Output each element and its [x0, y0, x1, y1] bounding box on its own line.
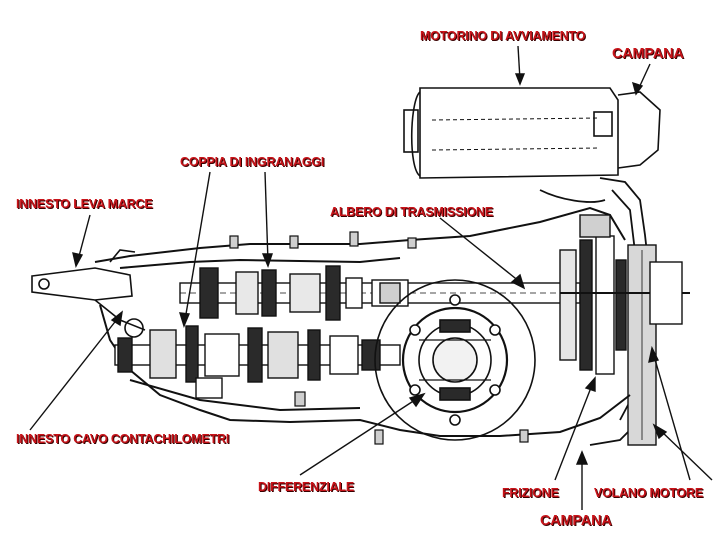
leader-lines [29, 45, 713, 510]
label-albero-di-trasmissione: ALBERO DI TRASMISSIONE [330, 205, 493, 219]
housing-bolts [229, 231, 529, 445]
primary-shaft [179, 265, 581, 321]
label-campana-top: CAMPANA [612, 46, 684, 62]
label-innesto-leva-marce: INNESTO LEVA MARCE [16, 197, 153, 211]
label-frizione: FRIZIONE [502, 486, 559, 500]
differential [374, 279, 536, 441]
label-differenziale: DIFFERENZIALE [258, 480, 355, 494]
shift-lever-linkage [31, 249, 146, 338]
clutch-assembly [559, 214, 690, 375]
secondary-shaft [114, 325, 401, 399]
label-campana-bottom: CAMPANA [540, 513, 612, 529]
label-volano-motore: VOLANO MOTORE [594, 486, 703, 500]
label-innesto-cavo-contachilometri: INNESTO CAVO CONTACHILOMETRI [16, 432, 230, 446]
label-motorino-di-avviamento: MOTORINO DI AVVIAMENTO [420, 29, 586, 43]
label-coppia-di-ingranaggi: COPPIA DI INGRANAGGI [180, 155, 325, 169]
